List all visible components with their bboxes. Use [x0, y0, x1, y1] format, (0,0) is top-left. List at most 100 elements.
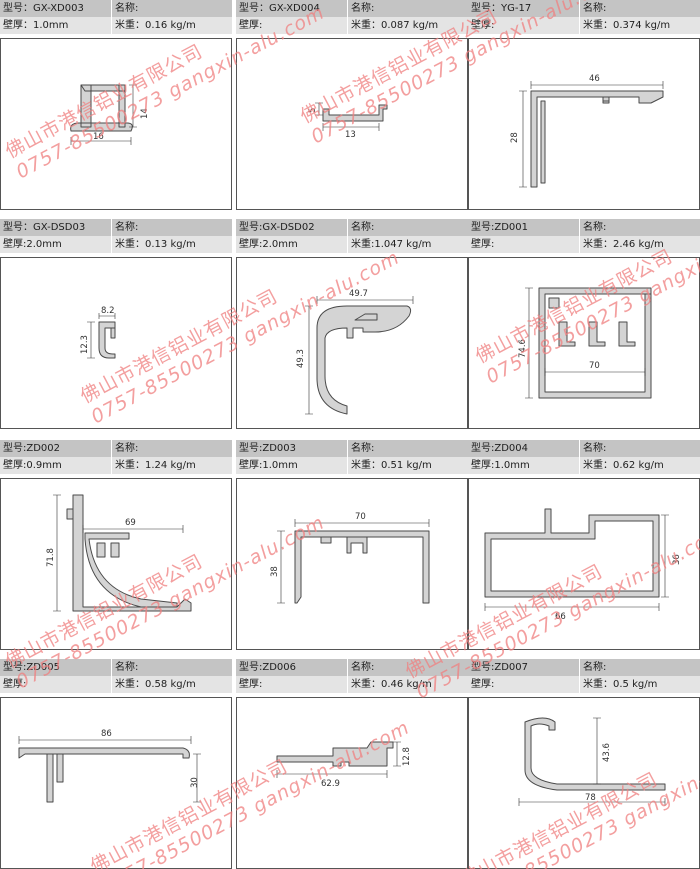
name-label: 名称: [115, 662, 139, 673]
thickness-label: 壁厚：1.0mm [0, 17, 112, 34]
profile-drawing-frame: 71.8 69 [0, 478, 232, 650]
name-label: 名称: [351, 443, 375, 454]
model-label: 型号:ZD006 [236, 659, 348, 676]
weight-label: 米重：2.46 kg/m [583, 239, 664, 250]
profile-shape [276, 741, 394, 767]
dim-width: 66 [555, 612, 566, 622]
dim-line-width [18, 736, 192, 744]
dim-width: 13 [345, 130, 356, 140]
name-label: 名称: [115, 443, 139, 454]
profile-drawing-frame: 86 30 [0, 697, 232, 869]
dim-height: 43.6 [602, 743, 612, 762]
dim-height: 38 [270, 566, 280, 577]
profile-drawing: 12.8 62.9 [276, 741, 412, 789]
model-label: 型号：GX-DSD03 [0, 219, 112, 236]
thickness-label: 壁厚: [468, 17, 580, 34]
profile-shape [70, 84, 133, 132]
dim-height: 36 [672, 554, 682, 565]
dim-height: 12.3 [80, 335, 90, 354]
dim-height: 30 [190, 777, 200, 788]
dim-height: 28 [510, 132, 520, 143]
model-label: 型号：GX-XD003 [0, 0, 112, 17]
profile-drawing-frame: 36 66 [468, 478, 700, 650]
dim-line-height [393, 741, 401, 767]
thickness-label: 壁厚: [0, 676, 112, 693]
profile-drawing: 43.6 78 [518, 717, 666, 806]
name-label: 名称: [115, 3, 139, 14]
model-label: 型号:ZD007 [468, 659, 580, 676]
profile-shape [316, 305, 412, 415]
profile-shape [530, 90, 664, 188]
dim-height: 49.3 [296, 349, 306, 368]
dim-line-height [87, 321, 95, 359]
profile-drawing-frame: 16 14 [0, 38, 232, 210]
profile-shape [66, 494, 192, 612]
thickness-label: 壁厚: [468, 236, 580, 253]
dim-line-height [129, 84, 137, 128]
profile-shape [538, 287, 652, 399]
name-label: 名称: [351, 3, 375, 14]
dim-line-height [593, 717, 601, 785]
thickness-label: 壁厚: [236, 17, 348, 34]
weight-label: 米重：1.24 kg/m [115, 460, 196, 471]
profile-shape [322, 104, 388, 122]
weight-label: 米重：0.374 kg/m [583, 20, 671, 31]
name-label: 名称: [351, 662, 375, 673]
profile-shape [294, 530, 430, 604]
weight-label: 米重：0.13 kg/m [115, 239, 196, 250]
profile-drawing: 70 38 [270, 512, 430, 604]
dim-width: 70 [589, 361, 600, 371]
dim-line-width [276, 770, 388, 778]
model-label: 型号：YG-17 [468, 0, 580, 17]
thickness-label: 壁厚:1.0mm [468, 457, 580, 474]
dim-width: 86 [101, 729, 112, 739]
profile-drawing: 74.6 70 [518, 287, 652, 399]
profile-drawing-frame: 70 38 [236, 478, 468, 650]
profile-drawing: 46 28 [510, 74, 664, 188]
dim-height: 14 [140, 108, 150, 119]
name-label: 名称: [583, 222, 607, 233]
dim-width: 70 [355, 512, 366, 522]
profile-drawing-frame: 8.2 12.3 [0, 257, 232, 429]
weight-label: 米重：0.62 kg/m [583, 460, 664, 471]
dim-line-height [277, 530, 285, 604]
thickness-label: 壁厚:1.0mm [236, 457, 348, 474]
model-label: 型号：GX-XD004 [236, 0, 348, 17]
dim-line-height [315, 102, 323, 116]
thickness-label: 壁厚:2.0mm [0, 236, 112, 253]
dim-line-height [519, 90, 527, 188]
profile-drawing: 86 30 [18, 729, 201, 803]
dim-line-width [316, 296, 414, 304]
weight-label: 米重：0.16 kg/m [115, 20, 196, 31]
name-label: 名称: [115, 222, 139, 233]
dim-line-width [530, 81, 664, 89]
dim-width: 49.7 [349, 289, 368, 299]
dim-line-height [661, 514, 669, 598]
weight-label: 米重：0.087 kg/m [351, 20, 439, 31]
dim-width: 78 [585, 793, 596, 803]
model-label: 型号:ZD005 [0, 659, 112, 676]
thickness-label: 壁厚:0.9mm [0, 457, 112, 474]
name-label: 名称: [351, 222, 375, 233]
dim-line-height [53, 494, 61, 612]
model-label: 型号:ZD002 [0, 440, 112, 457]
name-label: 名称: [583, 443, 607, 454]
dim-line-width [98, 313, 116, 319]
profile-drawing: 49.7 49.3 [296, 289, 414, 415]
